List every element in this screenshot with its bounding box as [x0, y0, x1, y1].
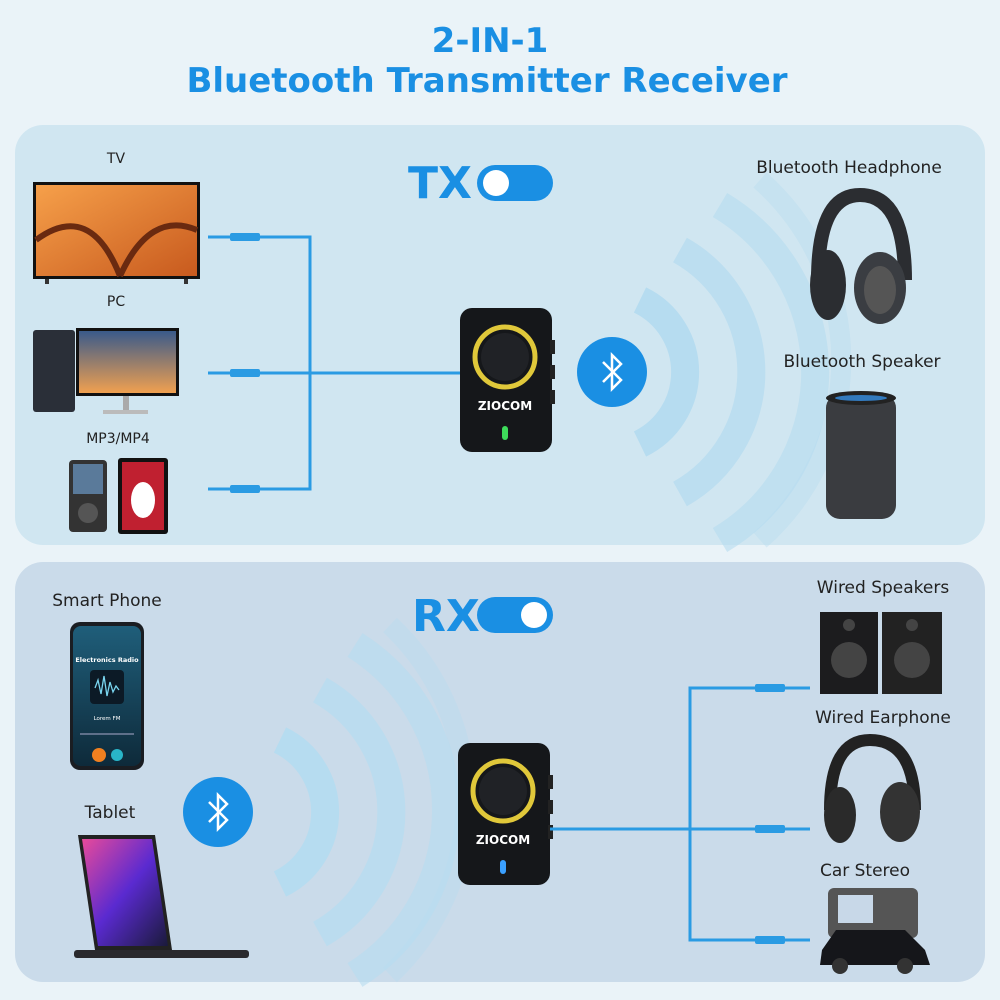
mp3-mp4-label: MP3/MP4: [86, 431, 150, 447]
tablet-image: [74, 835, 249, 958]
tx-toggle[interactable]: [477, 165, 553, 201]
rx-led: [500, 860, 506, 874]
tx-mode-label: TX: [408, 158, 472, 209]
tx-bluetooth-icon: [577, 337, 647, 407]
wired-earphone-label: Wired Earphone: [815, 708, 951, 728]
rx-mode-label: RX: [412, 591, 480, 642]
bluetooth-headphone-label: Bluetooth Headphone: [756, 158, 942, 178]
rx-toggle[interactable]: [477, 597, 553, 633]
smart-phone-label: Smart Phone: [52, 591, 162, 611]
title-line1: 2-IN-1: [432, 21, 549, 61]
pc-label: PC: [107, 294, 125, 310]
tv-label: TV: [106, 151, 126, 167]
bluetooth-speaker-label: Bluetooth Speaker: [783, 352, 940, 372]
bluetooth-speaker-image: [826, 391, 896, 519]
rx-device-brand: ZIOCOM: [476, 833, 530, 847]
tx-device: ZIOCOM: [460, 308, 555, 452]
smart-phone-image: Electronics Radio Lorem FM: [70, 622, 144, 770]
pc-image: [33, 328, 179, 414]
wired-speakers-label: Wired Speakers: [817, 578, 950, 598]
tx-device-brand: ZIOCOM: [478, 399, 532, 413]
tx-panel: TX TV PC MP3/MP4 ZIOCOM Bluetooth Headph…: [15, 125, 985, 553]
rx-device: ZIOCOM: [458, 743, 553, 885]
tx-led: [502, 426, 508, 440]
wired-speakers-image: [820, 612, 942, 694]
rx-cables: [550, 684, 810, 944]
phone-screen-title: Electronics Radio: [75, 656, 139, 664]
bluetooth-headphone-image: [810, 187, 912, 324]
mp3-mp4-image: [69, 458, 168, 534]
tv-image: [33, 182, 200, 284]
tablet-label: Tablet: [84, 803, 136, 823]
tx-signal-arcs: [633, 172, 852, 553]
tx-cables: [208, 233, 462, 493]
rx-panel: RX Smart Phone Electronics Radio Lorem F…: [15, 562, 985, 987]
car-stereo-image: [820, 888, 930, 974]
car-stereo-label: Car Stereo: [820, 861, 910, 881]
rx-bluetooth-icon: [183, 777, 253, 847]
title-line2: Bluetooth Transmitter Receiver: [186, 61, 787, 101]
wired-earphone-image: [824, 733, 921, 843]
phone-station: Lorem FM: [94, 716, 121, 722]
